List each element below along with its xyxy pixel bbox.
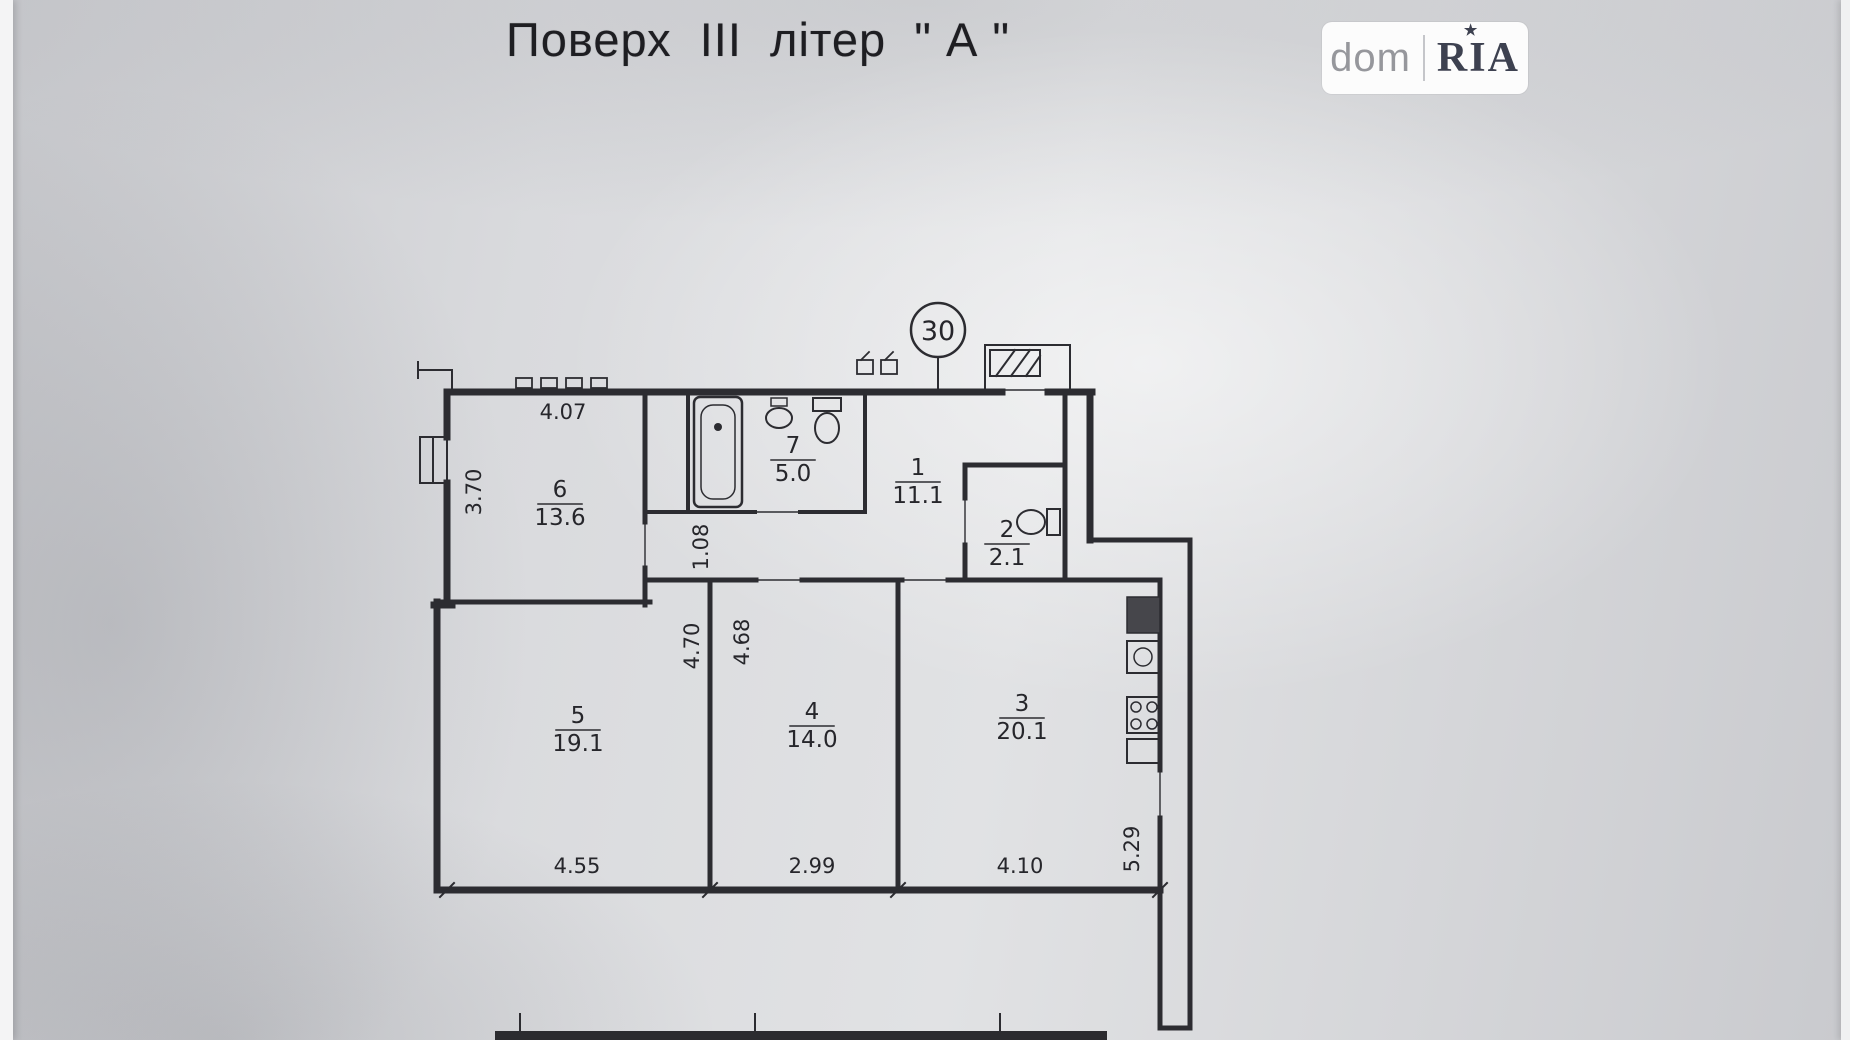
kitchen-fixtures bbox=[1126, 596, 1161, 764]
electric-box-flags bbox=[859, 350, 895, 362]
scan-edge-right bbox=[1841, 0, 1850, 1040]
logo-divider bbox=[1422, 35, 1425, 81]
room-area: 20.1 bbox=[996, 719, 1047, 745]
bathtub-outer bbox=[692, 395, 744, 509]
room-area: 14.0 bbox=[786, 727, 837, 753]
room-number: 5 bbox=[571, 703, 586, 729]
interior-walls-light bbox=[643, 390, 867, 514]
room-number: 4 bbox=[805, 699, 820, 725]
unit-number: 30 bbox=[921, 316, 955, 347]
scan-edge-left bbox=[0, 0, 13, 1040]
dimension-ticks bbox=[438, 881, 1169, 1031]
room-number: 1 bbox=[911, 455, 926, 481]
room-label-6: 6 13.6 bbox=[534, 477, 585, 531]
door-openings bbox=[644, 389, 1161, 819]
unit-number-circle bbox=[909, 301, 967, 359]
toilet-tank bbox=[1046, 508, 1061, 536]
room-number: 3 bbox=[1015, 691, 1030, 717]
scan-crop-bar bbox=[495, 1031, 1107, 1040]
stove-burner bbox=[1130, 701, 1142, 713]
room-label-5: 5 19.1 bbox=[552, 703, 603, 757]
toilet-icon-bath bbox=[812, 397, 842, 444]
room-area: 2.1 bbox=[989, 545, 1026, 571]
unit-number-bubble: 30 bbox=[909, 301, 967, 359]
dimension-labels: 4.07 3.70 1.08 4.70 4.68 4.55 2.99 4.10 … bbox=[462, 400, 1144, 878]
dim-room4-width: 2.99 bbox=[789, 854, 836, 878]
sink-icon bbox=[765, 397, 793, 429]
dim-room6-width: 4.07 bbox=[540, 400, 587, 424]
kitchen-sink-icon bbox=[1126, 640, 1161, 674]
electrical-boxes bbox=[856, 350, 898, 375]
dim-balcony-length: 5.29 bbox=[1120, 826, 1144, 873]
dim-room3-width: 4.10 bbox=[997, 854, 1044, 878]
window-vents bbox=[515, 377, 608, 389]
room-label-7: 7 5.0 bbox=[770, 433, 816, 487]
annotation-lines bbox=[417, 344, 1071, 393]
room-number: 6 bbox=[553, 477, 568, 503]
room-area: 19.1 bbox=[552, 731, 603, 757]
landing-hatch bbox=[994, 348, 1042, 378]
toilet-tank bbox=[812, 397, 842, 412]
dim-room4-height: 4.68 bbox=[730, 619, 754, 666]
bathtub-inner bbox=[700, 404, 736, 500]
logo-dom-text: dom bbox=[1330, 35, 1411, 80]
room-number: 2 bbox=[1000, 517, 1015, 543]
stove-burner bbox=[1146, 718, 1158, 730]
vent-block bbox=[540, 377, 558, 389]
vent-shaft-icon bbox=[1126, 596, 1161, 634]
vent-block bbox=[590, 377, 608, 389]
sink-tap bbox=[770, 397, 788, 407]
room-area: 11.1 bbox=[892, 483, 943, 509]
dim-corridor-width: 1.08 bbox=[689, 524, 713, 571]
stove-burner bbox=[1146, 701, 1158, 713]
room-number: 7 bbox=[786, 433, 801, 459]
room-area: 13.6 bbox=[534, 505, 585, 531]
entrance-landing bbox=[989, 348, 1042, 378]
page-title: Поверх III літер " А " bbox=[506, 13, 1011, 66]
logo-star-icon: ★ bbox=[1463, 23, 1478, 39]
dim-room6-height: 3.70 bbox=[462, 469, 486, 516]
vent-block bbox=[515, 377, 533, 389]
dim-room5-height: 4.70 bbox=[680, 623, 704, 670]
stove-icon bbox=[1126, 696, 1161, 734]
vent-block bbox=[565, 377, 583, 389]
logo-ria-wrap: ★ RIA bbox=[1436, 24, 1520, 81]
floorplan: 30 6 13.6 7 5.0 1 11.1 2 2.1 bbox=[417, 301, 1193, 1040]
bathtub-icon bbox=[692, 395, 744, 509]
stove-burner bbox=[1130, 718, 1142, 730]
electric-box-icon bbox=[856, 359, 874, 375]
kitchen-counter bbox=[1126, 738, 1161, 764]
room-label-2: 2 2.1 bbox=[984, 517, 1030, 571]
electric-box-icon bbox=[880, 359, 898, 375]
interior-walls-main bbox=[434, 389, 1193, 1031]
sink-bowl bbox=[765, 407, 793, 429]
kitchen-sink-bowl bbox=[1133, 647, 1153, 667]
toilet-bowl bbox=[814, 412, 840, 444]
left-window bbox=[419, 436, 448, 484]
bathtub-drain bbox=[714, 423, 722, 431]
logo-ria-text: RIA bbox=[1436, 35, 1520, 81]
room-label-4: 4 14.0 bbox=[786, 699, 837, 753]
toilet-bowl bbox=[1016, 509, 1046, 535]
dim-room5-width: 4.55 bbox=[554, 854, 601, 878]
room-label-3: 3 20.1 bbox=[996, 691, 1047, 745]
room-label-1: 1 11.1 bbox=[892, 455, 943, 509]
room-area: 5.0 bbox=[775, 461, 812, 487]
toilet-icon-wc bbox=[1016, 508, 1061, 536]
domria-logo: dom ★ RIA bbox=[1322, 22, 1528, 94]
